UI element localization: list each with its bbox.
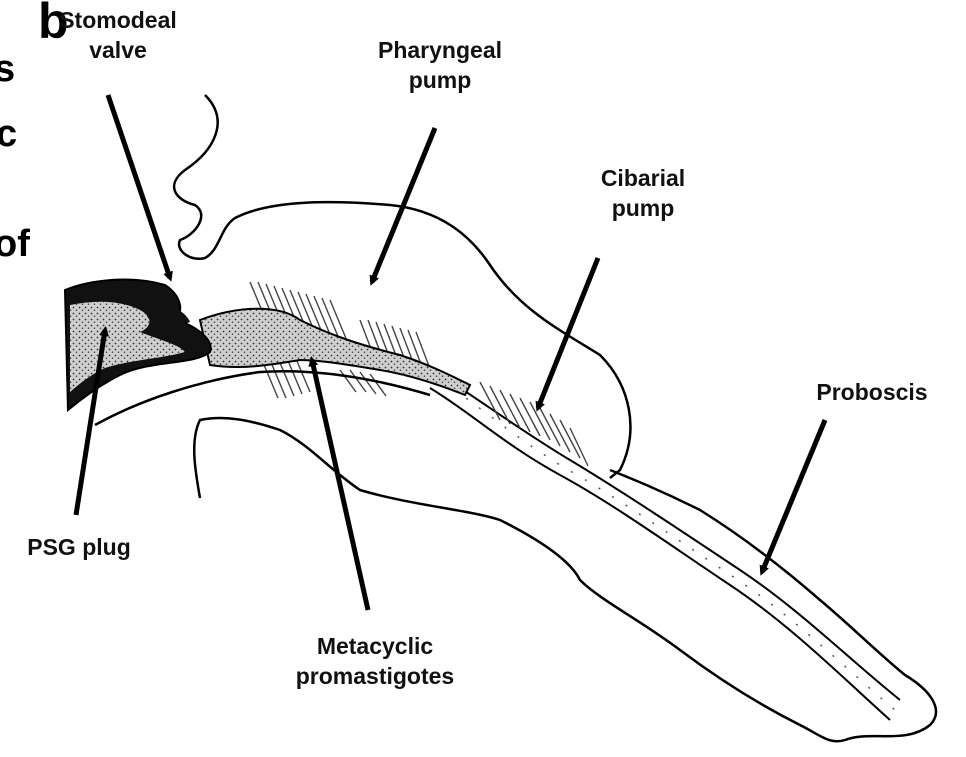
cropped-text-2: c (0, 115, 17, 153)
cropped-text-1: s (0, 50, 15, 88)
proboscis-label: Proboscis (780, 378, 964, 408)
psg-plug-label: PSG plug (4, 533, 154, 563)
lower-outline (194, 418, 936, 741)
gut-lumen-stippled (200, 309, 470, 395)
proboscis-tube-lower (430, 388, 890, 720)
cropped-text-3: of (0, 225, 30, 263)
cibarial-pump-muscle (480, 382, 588, 466)
stomodeal-valve-label: Stomodeal valve (48, 6, 188, 66)
pharyngeal-pump-label: Pharyngeal pump (355, 36, 525, 96)
metacyclic-promastigotes-label: Metacyclic promastigotes (255, 632, 495, 692)
proboscis-arrow (762, 420, 825, 572)
cibarial-pump-arrow (538, 258, 598, 408)
cibarial-pump-label: Cibarial pump (568, 164, 718, 224)
proboscis-tube-upper (440, 375, 900, 700)
stomodeal-valve-arrow (108, 95, 170, 278)
proboscis-contents (440, 380, 895, 710)
gut-wall-lower (95, 371, 430, 425)
metacyclic-arrow (312, 360, 368, 610)
